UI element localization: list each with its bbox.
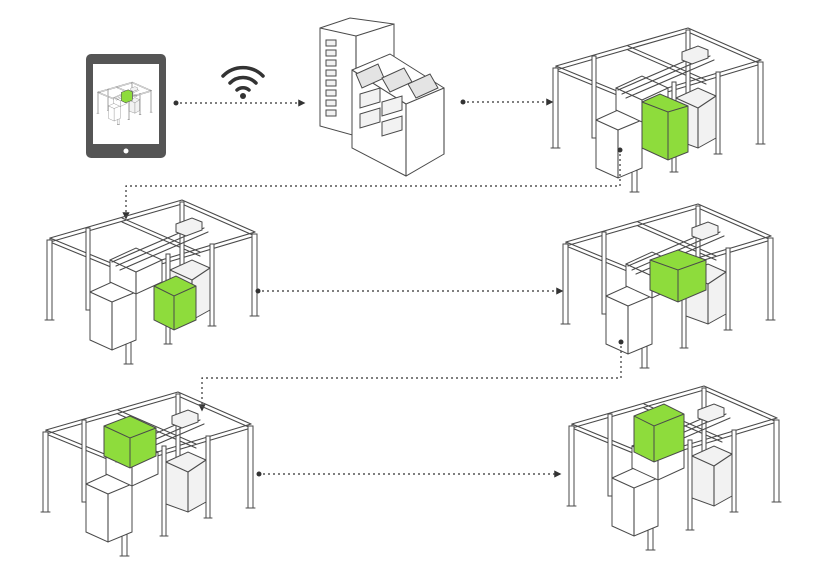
gantry-cell-5 — [566, 385, 782, 551]
storage-rack-icon — [319, 17, 445, 177]
wifi-icon — [221, 65, 265, 99]
gantry-cell-1 — [550, 27, 766, 193]
gantry-cell-4 — [40, 391, 256, 557]
flow-arrow — [122, 154, 621, 220]
flow-arrow — [198, 346, 622, 412]
gantry-cell-3 — [560, 203, 776, 369]
tablet-icon — [86, 54, 166, 158]
gantry-cell-2 — [44, 199, 260, 365]
